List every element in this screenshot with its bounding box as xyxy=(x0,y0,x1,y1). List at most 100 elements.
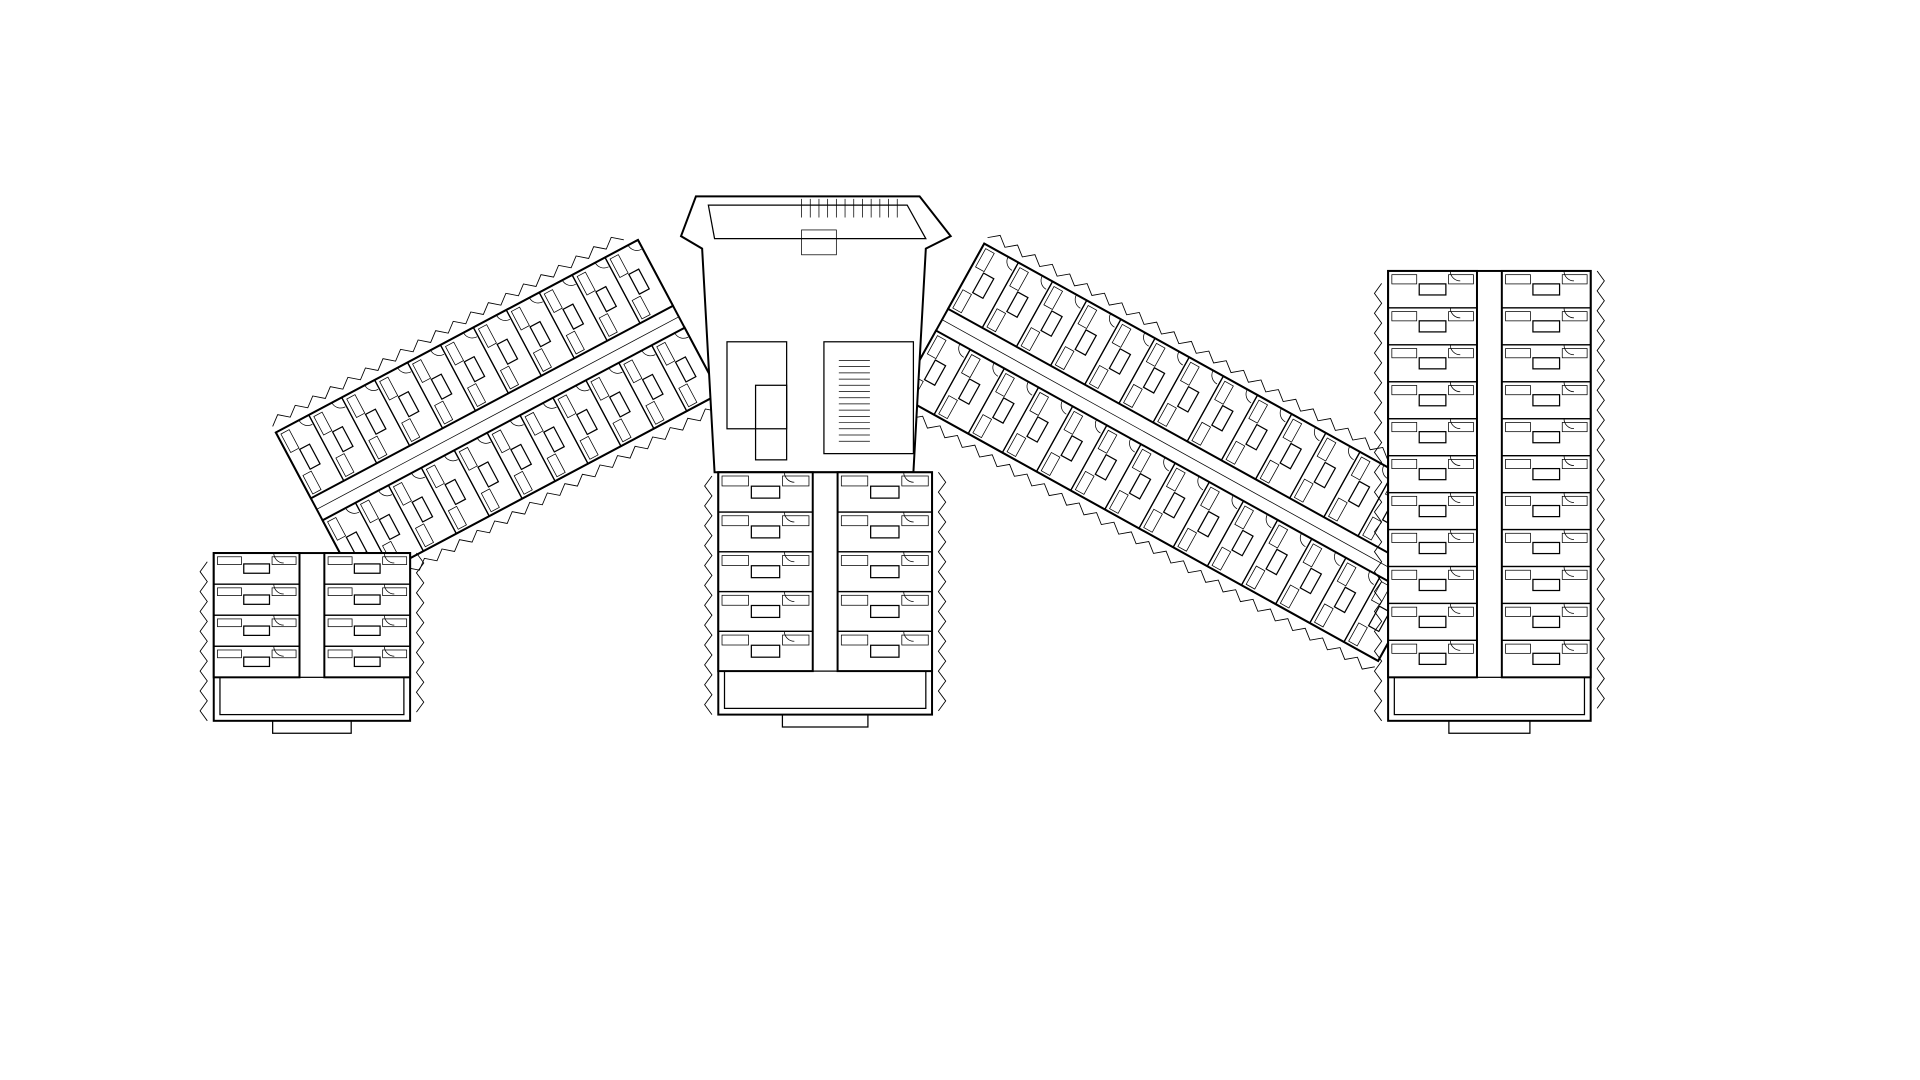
bed xyxy=(499,365,520,390)
bed xyxy=(1362,516,1382,541)
bed xyxy=(382,587,408,596)
bed xyxy=(576,271,596,296)
bed xyxy=(1063,410,1084,435)
door-swing xyxy=(345,507,360,514)
bathroom xyxy=(1418,283,1447,296)
bathroom xyxy=(364,408,387,436)
bed xyxy=(590,376,610,401)
bathroom xyxy=(1532,431,1561,444)
bathroom xyxy=(1060,434,1084,462)
bed xyxy=(1561,459,1588,470)
bed xyxy=(901,515,929,527)
bed xyxy=(392,481,412,506)
service-rooms xyxy=(1393,676,1586,716)
bed xyxy=(1391,532,1418,543)
bed xyxy=(782,555,810,566)
bed xyxy=(1561,274,1588,285)
bed xyxy=(721,475,749,487)
bathroom xyxy=(378,513,401,541)
bed xyxy=(1448,495,1474,506)
bed xyxy=(1505,459,1531,470)
door-swing xyxy=(1177,351,1184,366)
bathroom xyxy=(1265,548,1289,576)
facade-fins xyxy=(199,561,208,722)
door-swing xyxy=(1563,640,1574,651)
door-swing xyxy=(903,551,914,563)
bed xyxy=(1029,391,1050,416)
bed xyxy=(467,383,487,407)
bathroom xyxy=(1313,461,1337,489)
facade-fins xyxy=(904,406,1375,670)
bed xyxy=(1448,532,1474,543)
bed xyxy=(1177,527,1198,552)
door-swing xyxy=(331,402,346,409)
bathroom xyxy=(496,338,519,365)
left-row xyxy=(1387,269,1478,679)
bed xyxy=(721,515,749,527)
bathroom xyxy=(1418,578,1447,592)
bed xyxy=(678,383,698,408)
bed xyxy=(721,634,749,646)
bathroom xyxy=(243,594,271,605)
bathroom xyxy=(1532,283,1561,296)
door-swing xyxy=(411,472,426,479)
bed xyxy=(1328,497,1348,522)
door-swing xyxy=(1348,446,1354,461)
bed xyxy=(1214,380,1234,405)
bathroom xyxy=(1162,491,1186,519)
door-swing xyxy=(1129,438,1135,453)
bathroom xyxy=(870,644,900,658)
bathroom xyxy=(1245,423,1268,451)
door-swing xyxy=(476,437,491,444)
bathroom xyxy=(1418,467,1447,481)
bed xyxy=(1561,532,1588,543)
central-lobby xyxy=(679,195,953,474)
bed xyxy=(901,594,929,606)
bed xyxy=(1245,565,1266,590)
bed xyxy=(952,289,972,314)
bed xyxy=(382,649,408,659)
bed xyxy=(1391,422,1418,433)
bathroom xyxy=(1279,442,1303,470)
door-swing xyxy=(463,332,478,339)
door-swing xyxy=(384,615,395,626)
door-swing xyxy=(529,297,543,304)
door-swing xyxy=(298,420,313,426)
bed xyxy=(1145,342,1166,367)
bathroom xyxy=(1026,415,1049,443)
door-swing xyxy=(1449,529,1461,540)
door-swing xyxy=(958,343,965,358)
bed xyxy=(1505,311,1531,322)
bed xyxy=(721,594,749,606)
bed xyxy=(782,475,810,487)
bed xyxy=(217,587,242,596)
bed xyxy=(1448,422,1474,433)
door-swing xyxy=(1143,332,1149,347)
bed xyxy=(901,634,929,646)
bathroom xyxy=(1418,652,1447,666)
bathroom xyxy=(641,373,664,401)
bathroom xyxy=(991,397,1015,424)
center-vertical-block xyxy=(704,471,947,728)
bed xyxy=(1448,274,1474,285)
bathroom xyxy=(1532,578,1561,592)
door-swing xyxy=(1563,270,1574,282)
bed xyxy=(313,411,333,436)
door-swing xyxy=(1449,381,1461,393)
bed xyxy=(434,400,454,425)
door-swing xyxy=(1109,313,1115,328)
bathroom xyxy=(1532,320,1561,333)
door-swing xyxy=(1563,492,1574,503)
bed xyxy=(524,411,544,436)
bed xyxy=(1248,399,1269,424)
door-swing xyxy=(1334,551,1340,566)
bed xyxy=(1391,606,1418,617)
bathroom xyxy=(1006,291,1029,319)
service-rooms xyxy=(723,670,927,710)
stair-core xyxy=(823,341,915,455)
door-swing xyxy=(1563,381,1574,393)
bed xyxy=(327,516,347,541)
bed xyxy=(1279,584,1300,609)
bathroom xyxy=(750,485,781,499)
left-row xyxy=(717,471,814,673)
